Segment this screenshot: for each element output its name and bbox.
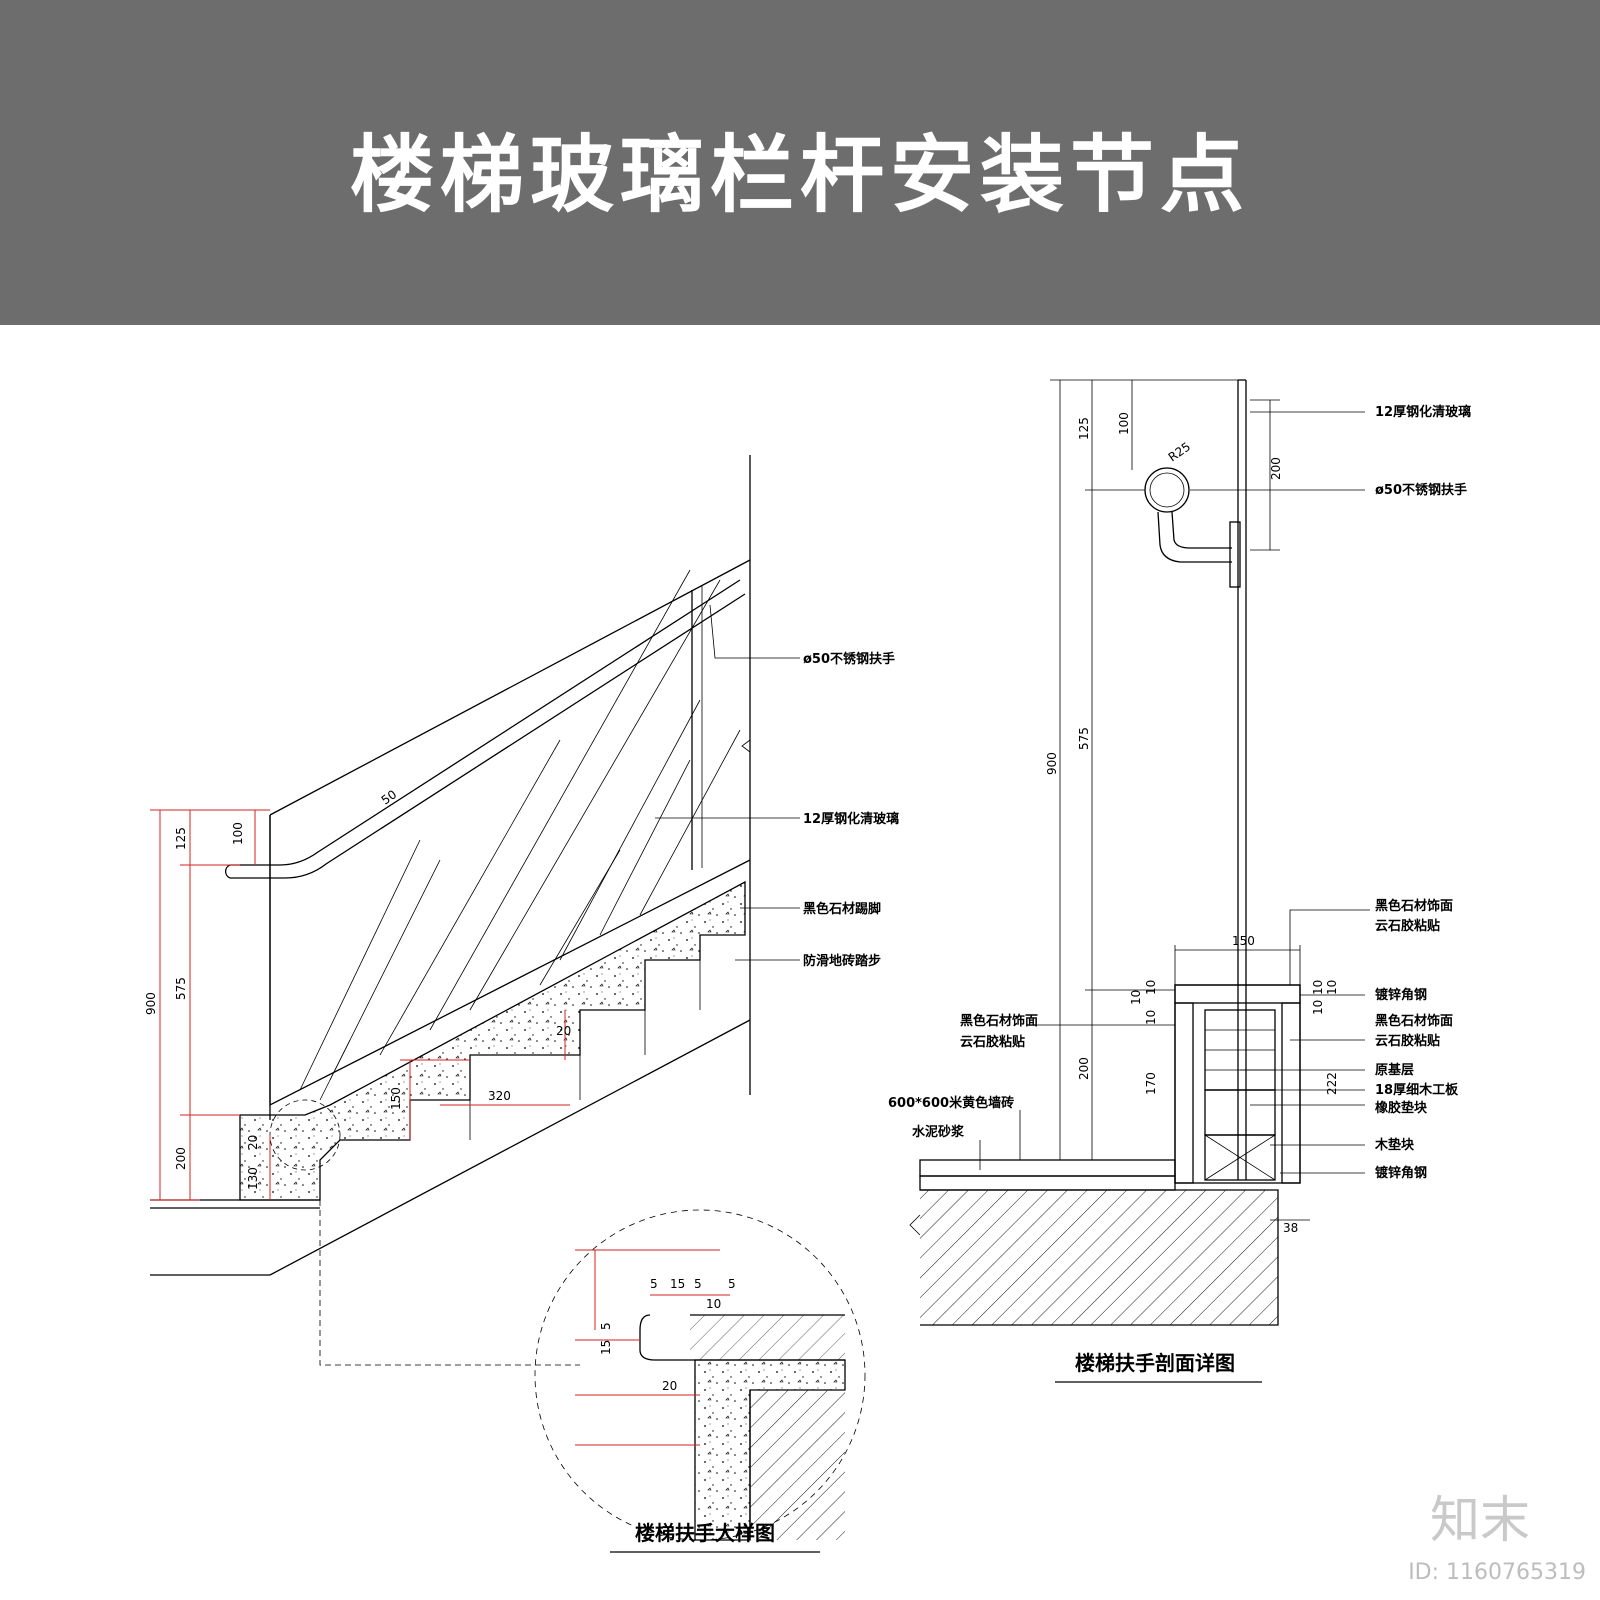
dim-200: 200 bbox=[174, 1147, 188, 1170]
detail-dim-15b: 15 bbox=[599, 1340, 613, 1355]
dim-20a: 20 bbox=[246, 1135, 260, 1150]
sec-dim-10a: 10 bbox=[1144, 980, 1158, 995]
sec-dim-200a: 200 bbox=[1077, 1057, 1091, 1080]
detail-dim-10: 10 bbox=[706, 1297, 721, 1311]
dim-20b: 20 bbox=[556, 1024, 571, 1038]
brand-watermark: 知末 bbox=[1430, 1491, 1530, 1549]
dim-50: 50 bbox=[379, 787, 400, 807]
sec-dim-100: 100 bbox=[1117, 412, 1131, 435]
sec-dim-10d: 10 bbox=[1311, 980, 1325, 995]
dim-150: 150 bbox=[389, 1087, 403, 1110]
sec-label-stone-top-1: 黑色石材饰面 bbox=[1375, 898, 1453, 914]
sec-dim-222: 222 bbox=[1325, 1072, 1339, 1095]
sec-dim-170: 170 bbox=[1144, 1072, 1158, 1095]
sec-label-rubber: 橡胶垫块 bbox=[1375, 1100, 1428, 1116]
detail-dim-5b: 5 bbox=[694, 1277, 702, 1291]
sec-label-base-layer: 原基层 bbox=[1375, 1062, 1414, 1078]
sec-label-angle-steel-2: 镀锌角钢 bbox=[1375, 1165, 1427, 1181]
stair-elevation: 900 125 575 200 100 50 20 130 150 320 20… bbox=[144, 455, 899, 1366]
sec-label-stone-right-1: 黑色石材饰面 bbox=[1375, 1013, 1453, 1029]
sec-label-plywood: 18厚细木工板 bbox=[1375, 1082, 1459, 1098]
sec-dim-125: 125 bbox=[1077, 417, 1091, 440]
sec-dim-150: 150 bbox=[1232, 934, 1255, 948]
sec-dim-10e: 10 bbox=[1325, 980, 1339, 995]
handrail-section: 900 125 575 200 100 200 R25 150 10 10 10… bbox=[888, 379, 1471, 1326]
sec-label-stone-right-2: 云石胶粘贴 bbox=[1375, 1033, 1440, 1049]
sec-label-handrail: ø50不锈钢扶手 bbox=[1375, 482, 1467, 498]
handrail-detail: 5 15 5 5 10 5 15 20 bbox=[534, 1209, 866, 1541]
dim-900: 900 bbox=[144, 992, 158, 1015]
sec-dim-38: 38 bbox=[1283, 1221, 1298, 1235]
label-glass: 12厚钢化清玻璃 bbox=[803, 811, 899, 827]
image-id-watermark: ID: 1160765319 bbox=[1408, 1560, 1586, 1585]
detail-dim-5a: 5 bbox=[650, 1277, 658, 1291]
detail-dim-5c: 5 bbox=[728, 1277, 736, 1291]
header-banner: 楼梯玻璃栏杆安装节点 bbox=[0, 0, 1600, 325]
sec-dim-900: 900 bbox=[1045, 752, 1059, 775]
sec-dim-10b: 10 bbox=[1129, 990, 1143, 1005]
sec-dim-10f: 10 bbox=[1311, 1000, 1325, 1015]
page-title: 楼梯玻璃栏杆安装节点 bbox=[349, 126, 1250, 224]
sec-label-glass: 12厚钢化清玻璃 bbox=[1375, 404, 1471, 420]
dim-125: 125 bbox=[174, 827, 188, 850]
dim-575: 575 bbox=[174, 977, 188, 1000]
dim-100: 100 bbox=[231, 822, 245, 845]
sec-label-floor-tile: 600*600米黄色墙砖 bbox=[888, 1095, 1014, 1111]
sec-label-stone-left-1: 黑色石材饰面 bbox=[960, 1013, 1038, 1029]
sec-dim-575: 575 bbox=[1077, 727, 1091, 750]
label-handrail: ø50不锈钢扶手 bbox=[803, 651, 895, 667]
caption-detail: 楼梯扶手大样图 bbox=[635, 1521, 775, 1545]
label-tread: 防滑地砖踏步 bbox=[803, 953, 881, 969]
detail-dim-5d: 5 bbox=[599, 1322, 613, 1330]
handrail bbox=[230, 579, 741, 866]
sec-dim-r25: R25 bbox=[1166, 439, 1193, 464]
sec-label-wood-block: 木垫块 bbox=[1374, 1137, 1415, 1153]
glass-hatch-lines bbox=[299, 569, 741, 1101]
detail-dim-20: 20 bbox=[662, 1379, 677, 1393]
sec-label-stone-top-2: 云石胶粘贴 bbox=[1375, 918, 1440, 934]
caption-section: 楼梯扶手剖面详图 bbox=[1075, 1351, 1235, 1375]
sec-label-mortar: 水泥砂浆 bbox=[912, 1124, 965, 1140]
sec-label-stone-left-2: 云石胶粘贴 bbox=[960, 1034, 1025, 1050]
dim-320: 320 bbox=[488, 1089, 511, 1103]
dim-130: 130 bbox=[246, 1167, 260, 1190]
handrail-tube bbox=[1144, 467, 1190, 513]
sec-label-angle-steel-1: 镀锌角钢 bbox=[1375, 987, 1427, 1003]
sec-dim-10c: 10 bbox=[1144, 1010, 1158, 1025]
sec-dim-200b: 200 bbox=[1269, 457, 1283, 480]
detail-dim-15: 15 bbox=[670, 1277, 685, 1291]
stair-concrete bbox=[239, 880, 746, 1201]
label-skirting: 黑色石材踢脚 bbox=[803, 901, 881, 917]
